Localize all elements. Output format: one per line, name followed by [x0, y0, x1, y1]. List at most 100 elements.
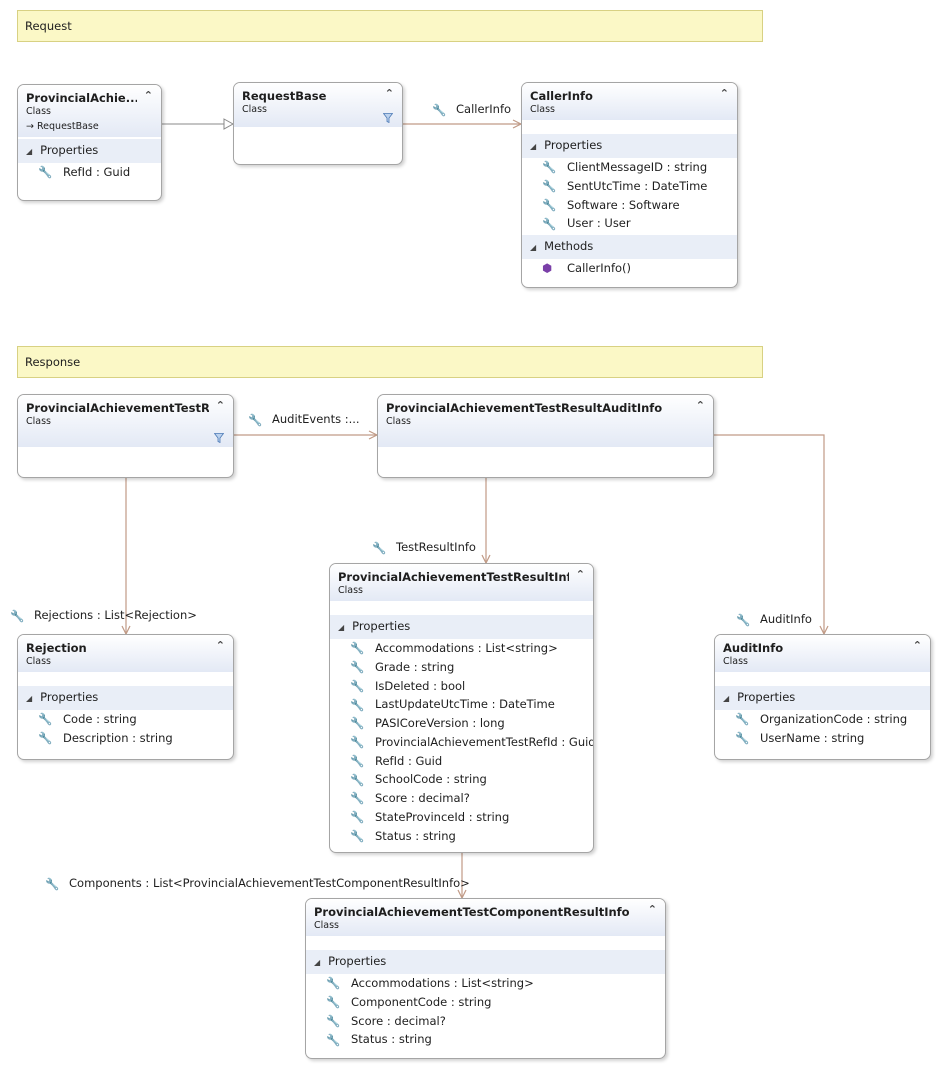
association-label-auditinfo[interactable]: 🔧AuditInfo	[736, 611, 812, 628]
property-row[interactable]: 🔧RefId : Guid	[18, 163, 161, 182]
collapse-triangle-icon: ◢	[530, 142, 537, 151]
property-row[interactable]: 🔧SchoolCode : string	[330, 770, 593, 789]
properties-section-toggle[interactable]: ◢Properties	[522, 134, 737, 158]
property-row[interactable]: 🔧StateProvinceId : string	[330, 808, 593, 827]
property-row[interactable]: 🔧Code : string	[18, 710, 233, 729]
methods-section-label: Methods	[544, 239, 594, 253]
property-label: Score : decimal?	[375, 791, 470, 805]
association-label-auditevents[interactable]: 🔧AuditEvents :...	[248, 411, 360, 428]
property-row[interactable]: 🔧 Software : Software	[522, 196, 737, 215]
wrench-icon: 🔧	[542, 197, 557, 212]
class-name: ProvincialAchievementTestComponentResult…	[314, 905, 630, 919]
class-audit-info[interactable]: AuditInfo Class ⌃ ◢Properties 🔧Organizat…	[714, 634, 931, 760]
chevron-up-icon[interactable]: ⌃	[719, 87, 729, 100]
chevron-up-icon[interactable]: ⌃	[215, 399, 225, 412]
class-result-audit-info[interactable]: ProvincialAchievementTestResultAuditInfo…	[377, 394, 714, 478]
class-header: ProvincialAchie... Class → RequestBase ⌃	[18, 85, 161, 137]
wrench-icon: 🔧	[542, 179, 557, 193]
property-row[interactable]: 🔧User : User	[522, 214, 737, 233]
association-text: Rejections : List<Rejection>	[34, 608, 197, 622]
wrench-icon: 🔧	[326, 1032, 341, 1047]
filter-icon[interactable]	[214, 433, 224, 443]
property-label: OrganizationCode : string	[760, 712, 908, 726]
property-row[interactable]: 🔧OrganizationCode : string	[715, 710, 930, 729]
class-pat-response[interactable]: ProvincialAchievementTestR... Class ⌃	[17, 394, 234, 478]
request-comment-text: Request	[25, 19, 72, 33]
property-row[interactable]: 🔧UserName : string	[715, 729, 930, 748]
class-stereotype: Class	[26, 656, 51, 667]
property-label: SentUtcTime : DateTime	[567, 178, 708, 193]
wrench-icon: 🔧	[372, 540, 387, 555]
wrench-icon: 🔧	[736, 612, 751, 627]
property-row[interactable]: 🔧Status : string	[330, 827, 593, 846]
class-result-info[interactable]: ProvincialAchievementTestResultInfo Clas…	[329, 563, 594, 853]
property-row[interactable]: 🔧Description : string	[18, 729, 233, 748]
chevron-up-icon[interactable]: ⌃	[912, 639, 922, 652]
wrench-icon: 🔧	[432, 102, 447, 117]
property-row[interactable]: 🔧Status : string	[306, 1030, 665, 1049]
property-label: UserName : string	[760, 730, 865, 745]
property-label: Code : string	[63, 712, 137, 726]
method-cube-icon: ⬢	[542, 261, 553, 276]
chevron-up-icon[interactable]: ⌃	[384, 87, 394, 100]
class-caller-info[interactable]: CallerInfo Class ⌃ ◢Properties 🔧ClientMe…	[521, 82, 738, 288]
property-row[interactable]: 🔧PASICoreVersion : long	[330, 714, 593, 733]
request-comment[interactable]: Request	[17, 10, 763, 42]
chevron-up-icon[interactable]: ⌃	[575, 568, 585, 581]
chevron-up-icon[interactable]: ⌃	[647, 903, 657, 916]
properties-section-label: Properties	[328, 954, 387, 968]
property-row[interactable]: 🔧 SentUtcTime : DateTime	[522, 177, 737, 196]
class-name: RequestBase	[242, 89, 327, 103]
association-text: TestResultInfo	[396, 540, 476, 554]
method-row[interactable]: ⬢CallerInfo()	[522, 259, 737, 278]
association-label-callerinfo[interactable]: 🔧CallerInfo	[432, 101, 511, 118]
chevron-up-icon[interactable]: ⌃	[215, 639, 225, 652]
property-row[interactable]: 🔧Accommodations : List<string>	[306, 974, 665, 993]
chevron-up-icon[interactable]: ⌃	[143, 89, 153, 102]
property-label: Accommodations : List<string>	[351, 976, 534, 990]
wrench-icon: 🔧	[38, 731, 53, 745]
property-row[interactable]: 🔧Accommodations : List<string>	[330, 639, 593, 658]
response-comment[interactable]: Response	[17, 346, 763, 378]
class-request-base[interactable]: RequestBase Class ⌃	[233, 82, 403, 165]
properties-section-toggle[interactable]: ◢Properties	[306, 950, 665, 974]
wrench-icon: 🔧	[45, 876, 60, 891]
property-row[interactable]: 🔧Grade : string	[330, 658, 593, 677]
properties-section-toggle[interactable]: ◢Properties	[18, 686, 233, 710]
class-name: ProvincialAchievementTestR...	[26, 401, 209, 415]
property-label: LastUpdateUtcTime : DateTime	[375, 697, 555, 712]
properties-section-toggle[interactable]: ◢Properties	[18, 139, 161, 163]
property-row[interactable]: 🔧Score : decimal?	[306, 1012, 665, 1031]
association-label-components[interactable]: 🔧Components : List<ProvincialAchievement…	[45, 875, 470, 892]
association-label-testresultinfo[interactable]: 🔧 TestResultInfo	[372, 539, 476, 556]
class-component-info[interactable]: ProvincialAchievementTestComponentResult…	[305, 898, 666, 1059]
class-name: ProvincialAchievementTestResultAuditInfo	[386, 401, 663, 415]
class-pat-request[interactable]: ProvincialAchie... Class → RequestBase ⌃…	[17, 84, 162, 201]
filter-icon[interactable]	[383, 113, 393, 123]
wrench-icon: 🔧	[326, 995, 341, 1009]
property-row[interactable]: 🔧Score : decimal?	[330, 789, 593, 808]
class-rejection[interactable]: Rejection Class ⌃ ◢Properties 🔧Code : st…	[17, 634, 234, 760]
chevron-up-icon[interactable]: ⌃	[695, 399, 705, 412]
class-name: CallerInfo	[530, 89, 593, 103]
methods-section-toggle[interactable]: ◢Methods	[522, 235, 737, 259]
class-stereotype: Class	[386, 416, 411, 427]
property-row[interactable]: 🔧ComponentCode : string	[306, 993, 665, 1012]
property-row[interactable]: 🔧LastUpdateUtcTime : DateTime	[330, 695, 593, 714]
property-label: Software : Software	[567, 197, 680, 212]
property-row[interactable]: 🔧RefId : Guid	[330, 752, 593, 771]
properties-section-toggle[interactable]: ◢Properties	[330, 615, 593, 639]
property-row[interactable]: 🔧ProvincialAchievementTestRefId : Guid	[330, 733, 593, 752]
properties-section-toggle[interactable]: ◢Properties	[715, 686, 930, 710]
wrench-icon: 🔧	[10, 608, 25, 623]
property-row[interactable]: 🔧ClientMessageID : string	[522, 158, 737, 177]
collapse-triangle-icon: ◢	[26, 147, 33, 156]
base-class-label: → RequestBase	[26, 120, 137, 133]
association-label-rejections[interactable]: 🔧 Rejections : List<Rejection>	[10, 607, 197, 624]
wrench-icon: 🔧	[350, 660, 365, 674]
class-header: ProvincialAchievementTestComponentResult…	[306, 899, 665, 936]
property-row[interactable]: 🔧IsDeleted : bool	[330, 677, 593, 696]
auditinfo-association-line	[714, 434, 824, 634]
class-stereotype: Class	[338, 585, 363, 596]
response-comment-text: Response	[25, 355, 81, 369]
